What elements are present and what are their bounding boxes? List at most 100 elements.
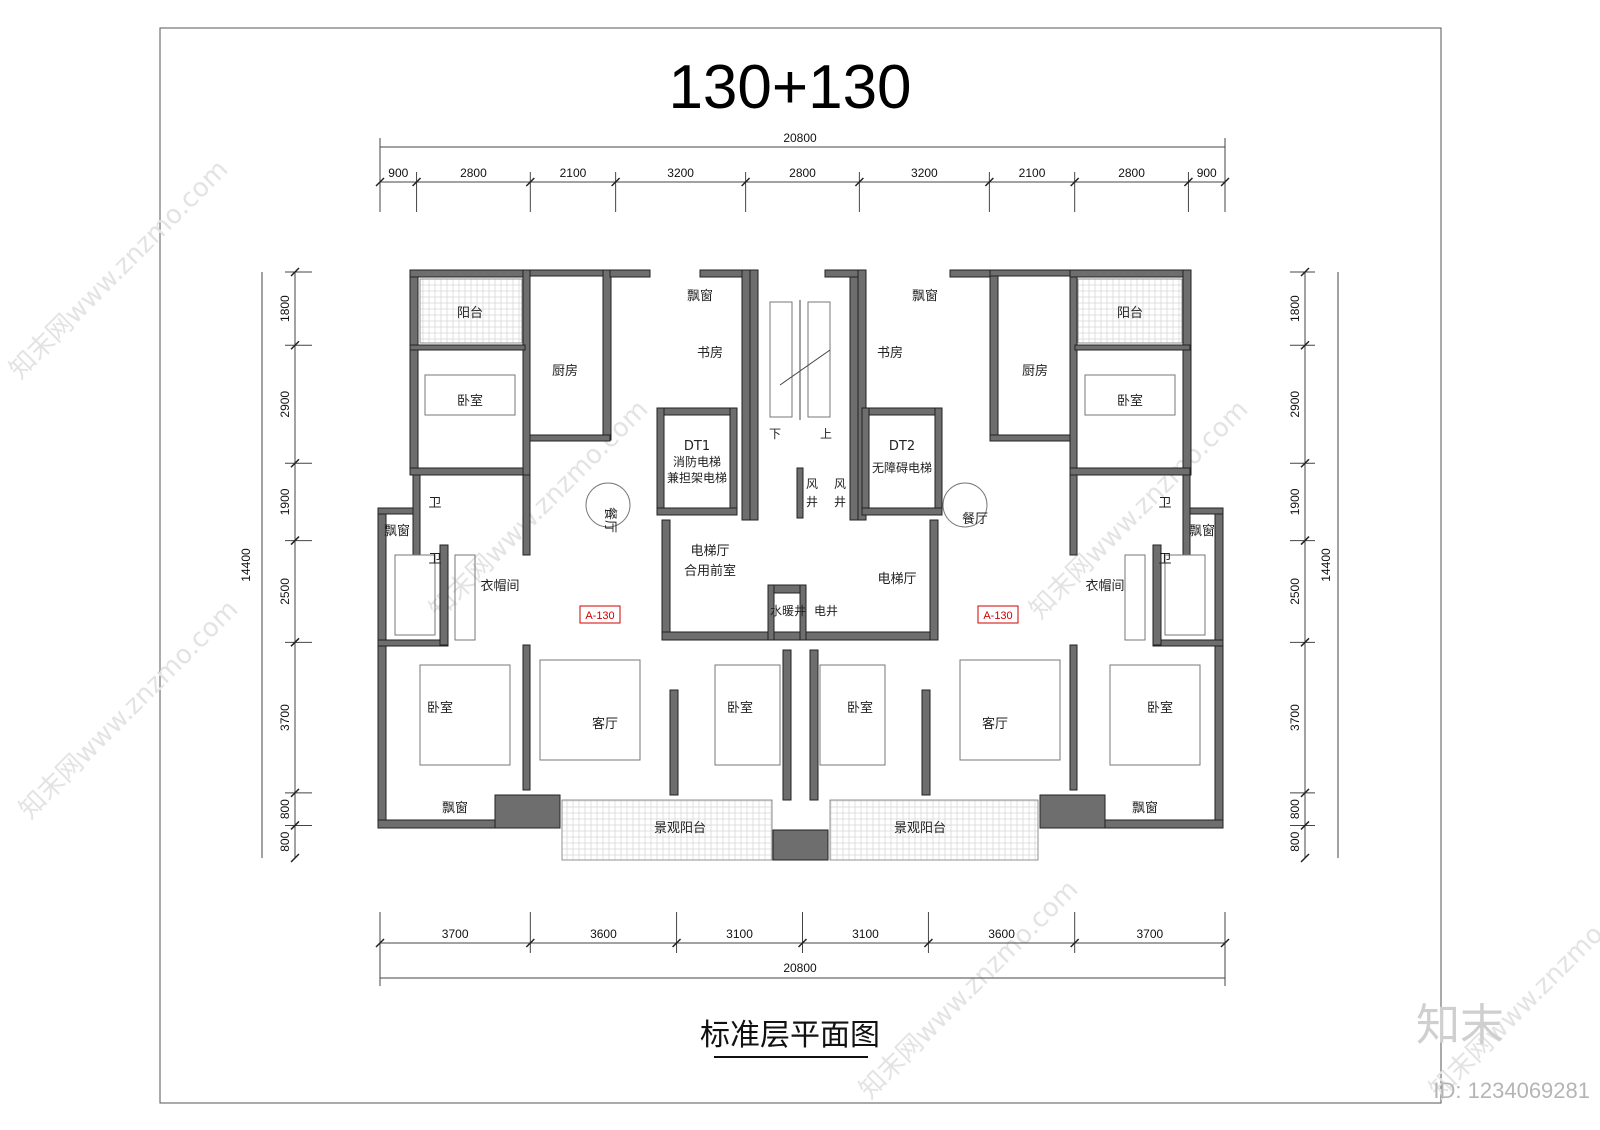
room-label-balcony-left: 阳台	[457, 306, 483, 321]
room-label-bedroom-center-left: 卧室	[727, 700, 753, 716]
drawing-subtitle: 标准层平面图	[700, 1018, 880, 1053]
room-label-shared-anteroom: 合用前室	[684, 563, 736, 579]
image-id: ID: 1234069281	[1433, 1078, 1590, 1103]
room-label-bedroom-nw: 卧室	[457, 393, 483, 409]
balcony-left	[419, 278, 523, 344]
room-labels: 阳台 阳台 厨房 厨房 卧室 卧室 飘窗 飘窗 书房 书房 DT1 消防电梯 兼…	[384, 288, 1215, 836]
air-shaft-right-b: 井	[834, 495, 846, 509]
left-segment-1: 2900	[278, 391, 292, 418]
top-segment-5: 3200	[911, 166, 938, 180]
top-segment-7: 2800	[1118, 166, 1145, 180]
right-segment-3: 2500	[1288, 578, 1302, 605]
elevator-dt1-desc-a: 消防电梯	[673, 454, 721, 469]
room-label-study-right: 书房	[877, 345, 903, 361]
bottom-segment-0: 3700	[442, 927, 469, 941]
room-label-bedroom-center-right: 卧室	[847, 700, 873, 716]
room-label-water-heating-shaft: 水暖井	[770, 604, 806, 618]
view-balcony-left	[561, 799, 773, 861]
room-label-kitchen-right: 厨房	[1022, 363, 1048, 379]
right-total-dimension: 14400	[1319, 548, 1333, 582]
room-label-bay-window-bottom-right: 飘窗	[1132, 800, 1158, 816]
left-segment-2: 1900	[278, 488, 292, 515]
room-label-bedroom-ne: 卧室	[1117, 393, 1143, 409]
unit-tag-right: A-130	[983, 610, 1012, 622]
air-shaft-left-a: 风	[806, 477, 818, 491]
right-segment-0: 1800	[1288, 295, 1302, 322]
brand-logo: 知末	[1416, 1000, 1504, 1051]
furniture	[394, 374, 1206, 766]
room-label-electric-shaft: 电井	[814, 604, 838, 618]
air-shaft-left-b: 井	[806, 495, 818, 509]
room-label-living-left: 客厅	[592, 716, 618, 732]
room-label-study-left: 书房	[697, 345, 723, 361]
top-segment-3: 3200	[667, 166, 694, 180]
room-label-elevator-hall-left: 电梯厅	[690, 544, 729, 559]
room-label-elevator-hall-right: 电梯厅	[877, 572, 916, 587]
room-label-bay-window-top-right: 飘窗	[912, 288, 938, 304]
left-dimensions: 14400 1800 2900 1900 2500 3700 800 800	[239, 267, 312, 863]
stair-down-label: 下	[769, 427, 781, 441]
right-segment-2: 1900	[1288, 488, 1302, 515]
left-segment-5: 800	[278, 799, 292, 819]
elevator-dt2-label: DT2	[889, 439, 915, 454]
bottom-total-dimension: 20800	[783, 961, 817, 975]
right-segment-1: 2900	[1288, 391, 1302, 418]
room-label-bay-window-bottom-left: 飘窗	[442, 800, 468, 816]
watermark-text: 知末网www.znzmo.com	[1424, 874, 1600, 1105]
room-label-bedroom-se: 卧室	[1147, 700, 1173, 716]
bottom-segment-4: 3600	[988, 927, 1015, 941]
room-label-view-balcony-right: 景观阳台	[894, 821, 946, 836]
sheet-frame	[159, 27, 1442, 1104]
bottom-segment-5: 3700	[1136, 927, 1163, 941]
top-segment-2: 2100	[560, 166, 587, 180]
bottom-segment-3: 3100	[852, 927, 879, 941]
building-walls	[377, 269, 1224, 861]
air-shaft-right-a: 风	[834, 477, 846, 491]
room-label-kitchen-left: 厨房	[552, 363, 578, 379]
room-label-bath-upper-left: 卫	[428, 496, 441, 511]
top-segment-6: 2100	[1019, 166, 1046, 180]
unit-tags: A-130 A-130	[579, 605, 1019, 624]
room-label-bath-lower-left: 卫	[428, 552, 441, 567]
left-segment-4: 3700	[278, 704, 292, 731]
watermark-text: 知末网www.znzmo.com	[4, 154, 235, 385]
room-label-view-balcony-left: 景观阳台	[654, 821, 706, 836]
room-label-dining-left: 餐厅	[602, 507, 618, 533]
balcony-areas	[419, 278, 1183, 861]
balcony-right	[1077, 278, 1183, 344]
stair-up-label: 上	[820, 427, 832, 441]
right-segment-6: 800	[1288, 831, 1302, 851]
elevator-dt1-label: DT1	[684, 439, 710, 454]
bottom-segment-2: 3100	[726, 927, 753, 941]
unit-tag-left: A-130	[585, 610, 614, 622]
watermark-text: 知末网www.znzmo.com	[14, 594, 245, 825]
left-total-dimension: 14400	[239, 548, 253, 582]
room-label-living-right: 客厅	[982, 716, 1008, 732]
room-label-balcony-right: 阳台	[1117, 306, 1143, 321]
elevator-dt2-desc: 无障碍电梯	[872, 460, 932, 475]
top-segment-8: 900	[1197, 166, 1217, 180]
watermark-text: 知末网www.znzmo.com	[424, 394, 655, 625]
right-segment-4: 3700	[1288, 704, 1302, 731]
watermark-text: 知末网www.znzmo.com	[854, 874, 1085, 1105]
room-label-cloakroom-right: 衣帽间	[1085, 578, 1124, 594]
room-label-cloakroom-left: 衣帽间	[480, 578, 519, 594]
room-label-bath-lower-right: 卫	[1158, 552, 1171, 567]
left-segment-0: 1800	[278, 295, 292, 322]
bottom-dimensions: 20800 3700 3600 3100 3100 3600 3700	[375, 912, 1230, 986]
top-total-dimension: 20800	[783, 131, 817, 145]
view-balcony-right	[829, 799, 1039, 861]
left-segment-6: 800	[278, 831, 292, 851]
top-segment-1: 2800	[460, 166, 487, 180]
left-segment-3: 2500	[278, 578, 292, 605]
room-label-bedroom-sw: 卧室	[427, 700, 453, 716]
bottom-segment-1: 3600	[590, 927, 617, 941]
staircase	[769, 300, 831, 420]
elevator-dt1-desc-b: 兼担架电梯	[667, 471, 727, 485]
room-label-bay-window-mid-left: 飘窗	[384, 523, 410, 539]
room-label-bay-window-top-left: 飘窗	[687, 288, 713, 304]
room-label-bath-upper-right: 卫	[1158, 496, 1171, 511]
